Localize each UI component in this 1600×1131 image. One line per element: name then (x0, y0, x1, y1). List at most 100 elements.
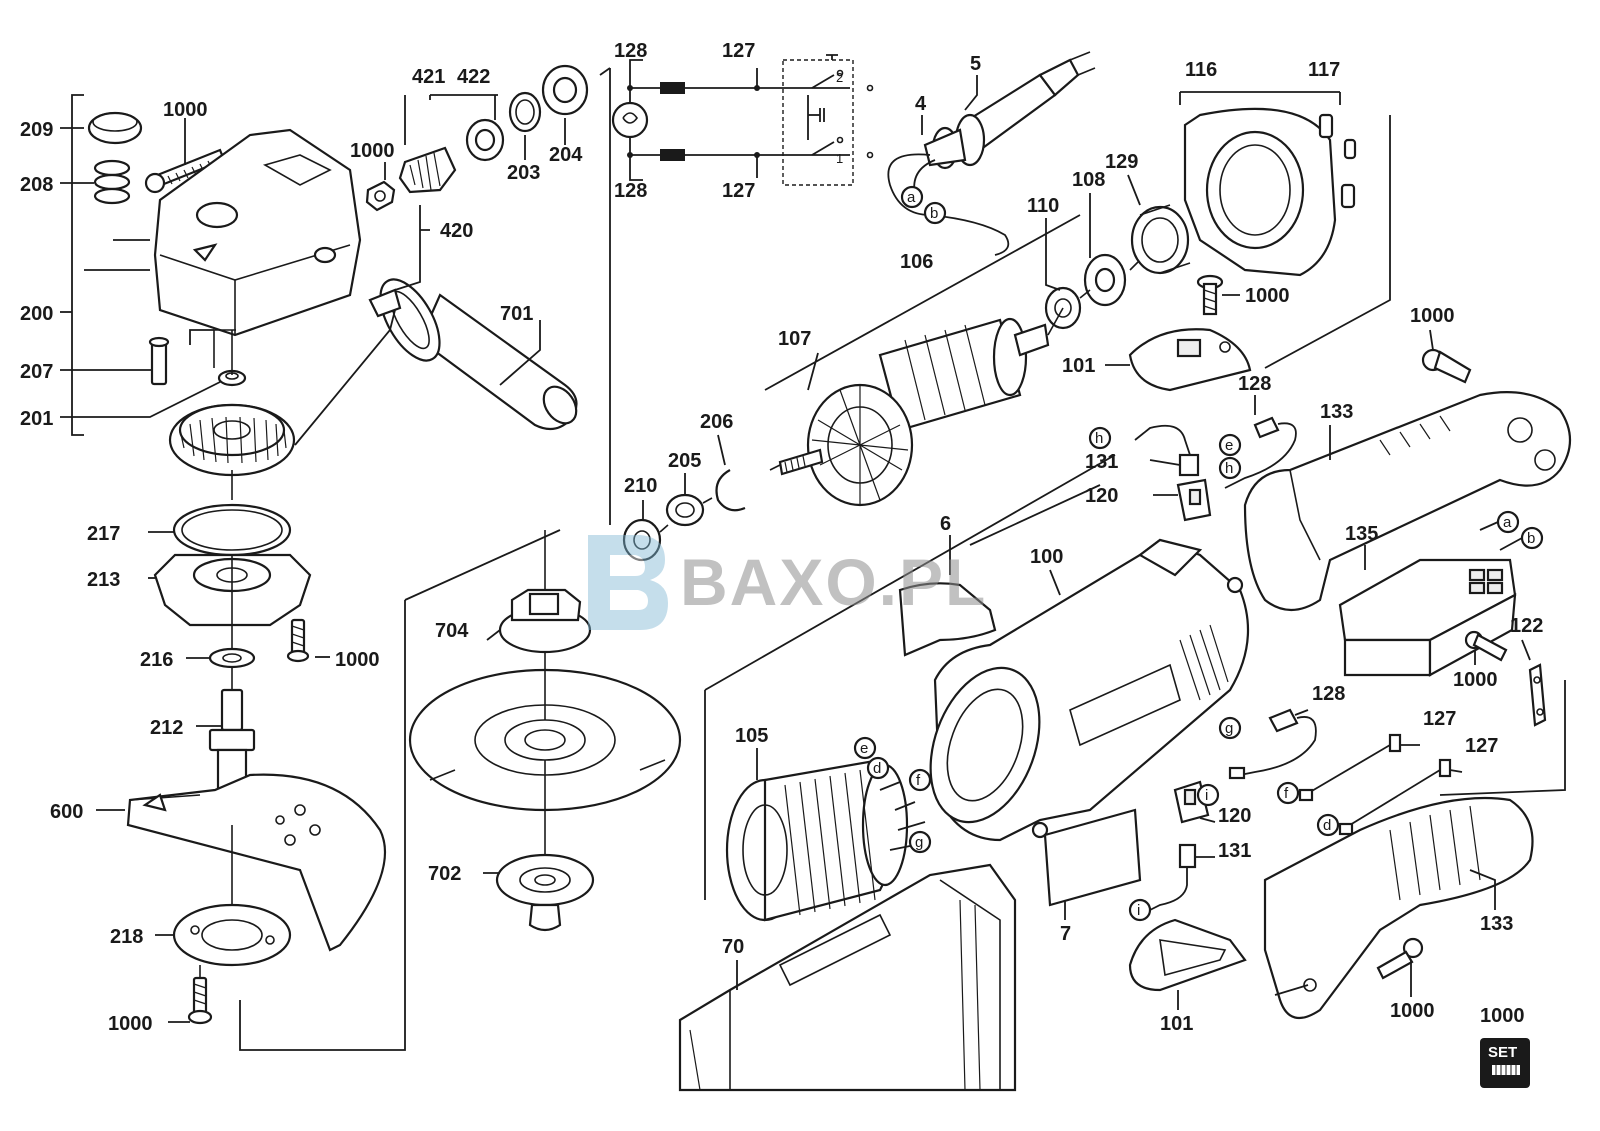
label-101-top: 101 (1062, 355, 1095, 377)
tag-g-stator: g (915, 834, 923, 851)
baxo-b-logo-icon (588, 535, 668, 630)
label-1000-flange: 1000 (335, 649, 380, 671)
label-218: 218 (110, 926, 143, 948)
part-117-pins (1318, 113, 1357, 209)
label-421: 421 (412, 66, 445, 88)
part-701-side-handle (368, 278, 578, 431)
tag-circle-b-cable (923, 201, 947, 225)
label-203: 203 (507, 162, 540, 184)
tag-d-stator: d (873, 760, 881, 777)
label-105: 105 (735, 725, 768, 747)
label-422: 422 (457, 66, 490, 88)
part-129-sleeve (1130, 204, 1191, 275)
label-7: 7 (1060, 923, 1071, 945)
part-disc (408, 668, 682, 812)
label-1000-nut: 1000 (350, 140, 395, 162)
part-127-lead-b (1338, 758, 1452, 836)
part-206-circlip (715, 469, 746, 512)
part-217-o-ring (172, 503, 292, 557)
part-133-handle-half-lower (1263, 796, 1534, 1020)
label-108: 108 (1072, 169, 1105, 191)
label-122: 122 (1510, 615, 1543, 637)
housing-group-bracket (71, 94, 84, 436)
part-122-cable-clip (1528, 663, 1547, 727)
set-badge-text: SET (1488, 1044, 1517, 1061)
leader-lines (60, 59, 1531, 1023)
label-213: 213 (87, 569, 120, 591)
label-135: 135 (1345, 523, 1378, 545)
part-131-brush-lower (1149, 843, 1197, 911)
label-205: 205 (668, 450, 701, 472)
part-105-field-coil (725, 758, 926, 922)
label-4: 4 (915, 93, 927, 115)
assembly-axis-armature (659, 261, 1139, 533)
part-116-brush-cover (1183, 107, 1337, 277)
part-128-lead-upper (1224, 416, 1297, 489)
label-70: 70 (722, 936, 744, 958)
label-420: 420 (440, 220, 473, 242)
part-labels: 209 208 200 207 201 1000 1000 421 422 42… (20, 40, 1543, 1035)
part-210-bearing (622, 518, 662, 562)
tag-i-upper: i (1205, 787, 1208, 804)
part-101-switch-cover-lower (1128, 918, 1247, 992)
label-128-upper: 128 (1238, 373, 1271, 395)
part-209-cap (87, 111, 143, 145)
tag-e-stator: e (860, 740, 868, 757)
label-6: 6 (940, 513, 951, 535)
label-120-upper: 120 (1085, 485, 1118, 507)
part-108-bearing (1083, 253, 1127, 307)
assembly-axis-left (199, 329, 236, 978)
label-133-upper: 133 (1320, 401, 1353, 423)
label-128-bottom: 128 (614, 180, 647, 202)
part-208-spring (93, 159, 131, 205)
part-133-handle-half-upper (1243, 391, 1571, 612)
label-702: 702 (428, 863, 461, 885)
tag-b-cable: b (930, 205, 938, 222)
part-1000-screw-switch (1464, 630, 1508, 662)
label-1000-screw-top: 1000 (163, 99, 208, 121)
tag-a-switch: a (1503, 514, 1512, 531)
label-208: 208 (20, 174, 53, 196)
label-127-bottom: 127 (722, 180, 755, 202)
part-600-wheel-guard (126, 773, 387, 952)
label-201: 201 (20, 408, 53, 430)
tag-a-cable: a (907, 189, 916, 206)
label-133-lower: 133 (1480, 913, 1513, 935)
circle-tags: a b a b e h h g i f d i e d f g (853, 185, 1544, 922)
label-1000-cover: 1000 (1245, 285, 1290, 307)
part-1000-screw-handle (1421, 348, 1472, 384)
part-1000-screw-bottom (187, 976, 213, 1025)
label-1000-set: 1000 (1480, 1005, 1525, 1027)
label-207: 207 (20, 361, 53, 383)
label-216: 216 (140, 649, 173, 671)
part-422-bearing (465, 118, 505, 162)
part-1000-screw-flange (286, 618, 310, 663)
tag-h-upper: h (1095, 430, 1103, 447)
part-200-gear-housing (153, 128, 362, 337)
part-131-brush-upper (1134, 424, 1200, 477)
label-131-lower: 131 (1218, 840, 1251, 862)
label-127-top: 127 (722, 40, 755, 62)
label-600: 600 (50, 801, 83, 823)
part-101-switch-cover-top (1128, 328, 1252, 392)
label-110: 110 (1027, 195, 1059, 217)
tag-b-switch: b (1527, 530, 1535, 547)
label-129: 129 (1105, 151, 1138, 173)
label-106: 106 (900, 251, 933, 273)
label-209: 209 (20, 119, 53, 141)
part-702-flange (495, 853, 595, 932)
tag-f-stator: f (916, 772, 921, 789)
part-1000-screw-handle-lower (1376, 937, 1424, 980)
part-70-carry-case (678, 863, 1017, 1092)
part-120-brush-holder-upper (1176, 478, 1212, 522)
part-100-motor-housing (929, 538, 1250, 842)
label-1000-handle: 1000 (1410, 305, 1455, 327)
tag-circle-a-cable (900, 185, 924, 209)
part-107-armature (778, 317, 1050, 507)
label-128-top: 128 (614, 40, 647, 62)
label-704: 704 (435, 620, 469, 642)
set-badge: SET (1480, 1038, 1530, 1088)
part-bevel-gear (168, 403, 296, 477)
wiring-schematic: 2 1 (611, 54, 874, 186)
watermark: BAXO.PL (588, 535, 985, 630)
